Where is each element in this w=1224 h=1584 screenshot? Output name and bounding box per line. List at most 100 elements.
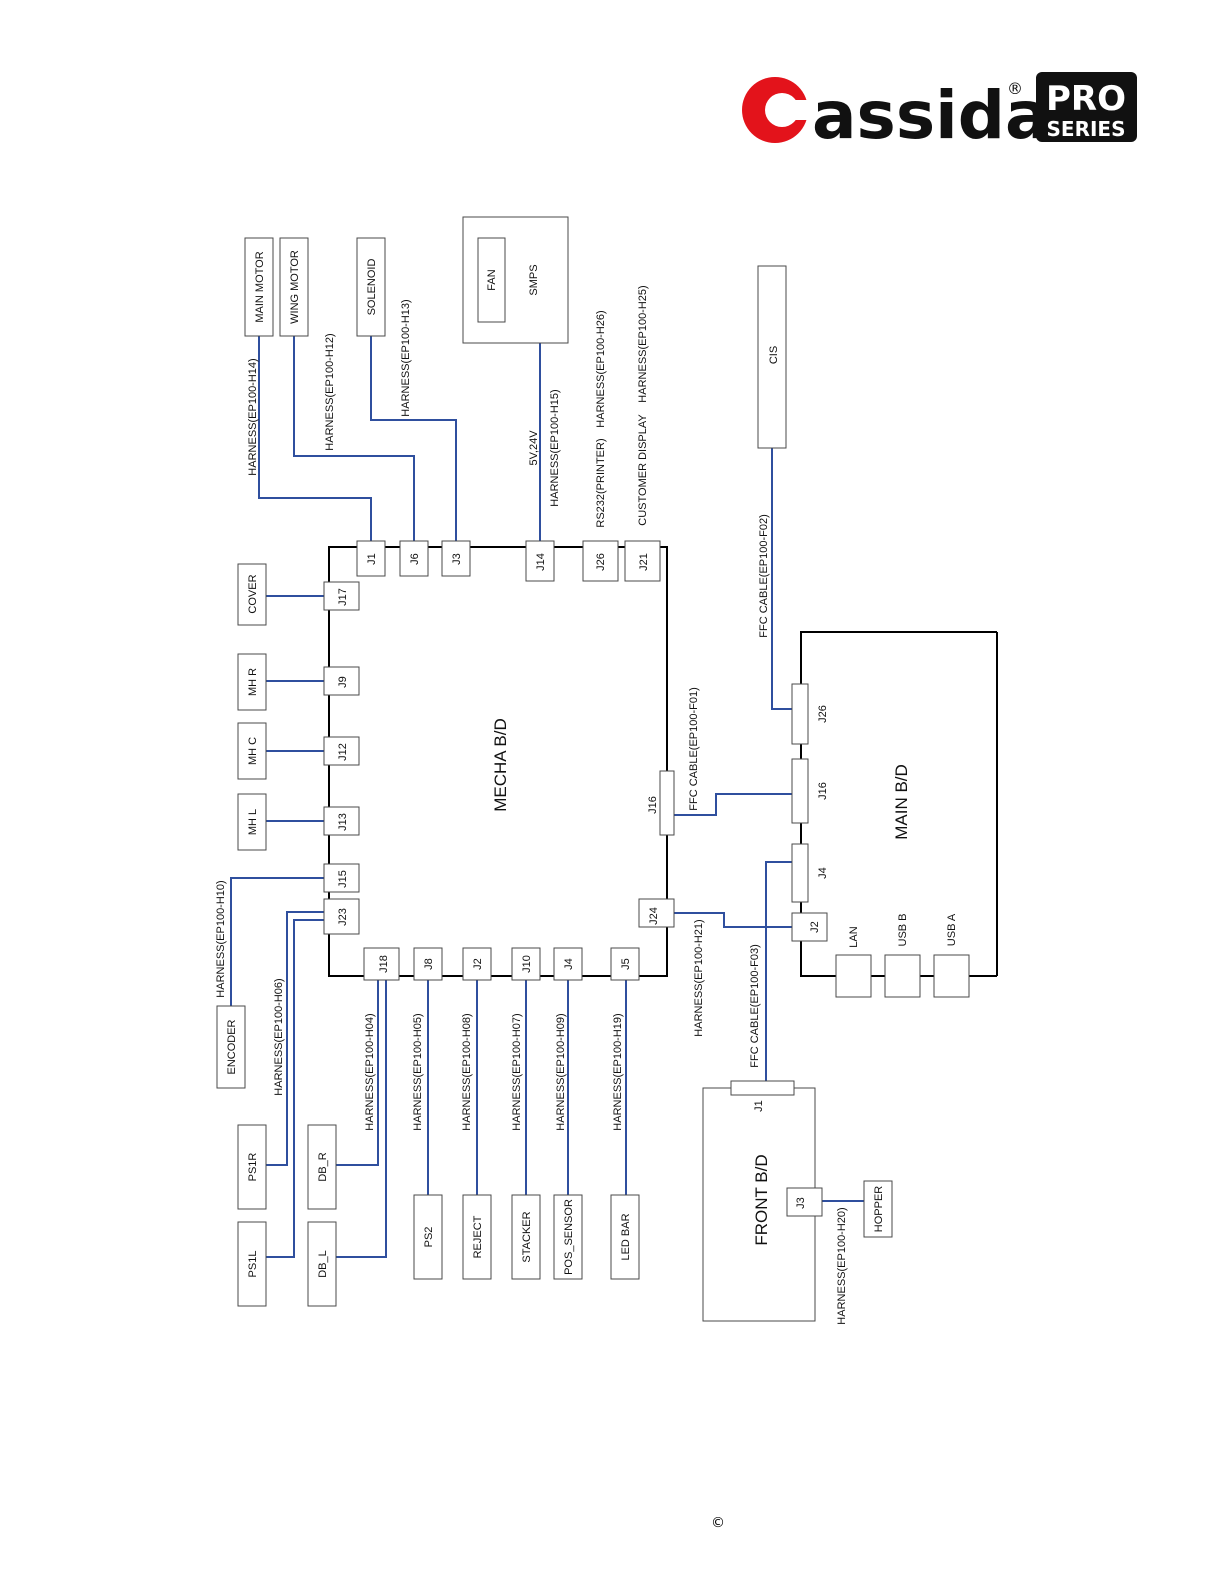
ffc-f01-label: FFC CABLE(EP100-F01) <box>688 687 700 810</box>
hopper-label: HOPPER <box>873 1186 885 1233</box>
connector-mecha-j6: J6 <box>409 553 421 565</box>
harness-h21-label: HARNESS(EP100-H21) <box>693 919 705 1036</box>
connector-mecha-j4: J4 <box>563 958 575 970</box>
harness-h13-label: HARNESS(EP100-H13) <box>400 299 412 416</box>
component-reject: REJECT <box>462 1194 492 1280</box>
front-board-label: FRONT B/D <box>752 1154 771 1245</box>
component-mh-r: MH R <box>237 653 267 711</box>
mecha-connectors-top: J1 J6 J3 J14 J26 J21 <box>356 540 661 582</box>
component-ps1l: PS1L <box>237 1221 267 1307</box>
harness-h08-label: HARNESS(EP100-H08) <box>461 1013 473 1130</box>
component-encoder: ENCODER <box>216 1005 246 1089</box>
connector-mecha-j13: J13 <box>337 813 349 831</box>
cis-label: CIS <box>768 346 780 364</box>
component-smps: FAN SMPS <box>462 216 569 344</box>
db-l-label: DB_L <box>317 1250 329 1278</box>
wire-mecha-main-f01 <box>674 793 799 816</box>
ps1l-label: PS1L <box>247 1251 259 1278</box>
port-usb-a <box>933 954 970 998</box>
component-solenoid: SOLENOID <box>356 237 386 337</box>
connector-mecha-j16: J16 <box>647 796 659 814</box>
harness-h19-label: HARNESS(EP100-H19) <box>612 1013 624 1130</box>
main-board-label: MAIN B/D <box>892 764 911 840</box>
mh-l-label: MH L <box>247 809 259 835</box>
wire-main-front-f03 <box>765 861 799 1081</box>
connector-main-j26: J26 <box>817 705 829 723</box>
lan-label: LAN <box>848 926 860 947</box>
component-cis: CIS <box>757 265 787 449</box>
stacker-label: STACKER <box>521 1211 533 1262</box>
port-usb-b <box>884 954 921 998</box>
connector-main-j2: J2 <box>809 921 821 933</box>
wire-solenoid <box>370 336 457 545</box>
component-hopper: HOPPER <box>863 1180 893 1238</box>
connector-mecha-j24: J24 <box>648 907 660 925</box>
ffc-f02-label: FFC CABLE(EP100-F02) <box>758 514 770 637</box>
led-bar-label: LED BAR <box>620 1213 632 1260</box>
component-mh-c: MH C <box>237 722 267 780</box>
main-connectors: J26 J16 J4 J2 LAN USB B USB A <box>791 683 970 998</box>
logo-wordmark: assida <box>812 77 1050 145</box>
logo-c-mark <box>742 77 822 143</box>
component-db-r: DB_R <box>307 1124 337 1210</box>
wire-ps1r <box>266 911 324 1166</box>
component-db-l: DB_L <box>307 1221 337 1307</box>
component-stacker: STACKER <box>511 1194 541 1280</box>
cover-label: COVER <box>247 574 259 613</box>
wire-db-r <box>336 980 379 1166</box>
component-fan <box>477 237 506 323</box>
connector-mecha-j17: J17 <box>337 588 349 606</box>
harness-h26-name: RS232(PRINTER) <box>595 438 607 527</box>
harness-h25-name: CUSTOMER DISPLAY <box>637 414 649 526</box>
mh-r-label: MH R <box>247 668 259 696</box>
harness-h06-label: HARNESS(EP100-H06) <box>273 978 285 1095</box>
harness-h15-voltage: 5V,24V <box>528 430 540 466</box>
harness-labels: HARNESS(EP100-H14) HARNESS(EP100-H12) HA… <box>215 285 848 1324</box>
cassida-pro-logo: assida ® PRO SERIES <box>742 72 1137 145</box>
component-main-motor: MAIN MOTOR <box>244 237 274 337</box>
ps2-label: PS2 <box>423 1227 435 1248</box>
connector-mecha-j12: J12 <box>337 743 349 761</box>
connector-mecha-j21: J21 <box>638 553 650 571</box>
connector-mecha-j9: J9 <box>337 676 349 688</box>
connector-mecha-j26: J26 <box>595 553 607 571</box>
harness-h09-label: HARNESS(EP100-H09) <box>555 1013 567 1130</box>
wire-wing-motor <box>293 336 415 545</box>
connector-mecha-j14: J14 <box>535 553 547 571</box>
harness-h26-label: HARNESS(EP100-H26) <box>595 310 607 427</box>
wire-encoder <box>230 877 324 1006</box>
component-ps2: PS2 <box>413 1194 443 1280</box>
component-pos-sensor: POS_SENSOR <box>553 1194 583 1280</box>
usb-a-label: USB A <box>946 913 958 946</box>
smps-label: SMPS <box>528 264 540 295</box>
front-connectors: J1 J3 <box>730 1080 823 1217</box>
port-lan <box>835 954 872 998</box>
wire-main-motor <box>258 336 372 545</box>
logo-series-bottom: SERIES <box>1047 117 1126 141</box>
harness-h04-label: HARNESS(EP100-H04) <box>364 1013 376 1130</box>
usb-b-label: USB B <box>897 913 909 946</box>
solenoid-label: SOLENOID <box>366 259 378 316</box>
mecha-connectors-right: J16 J24 <box>638 770 675 928</box>
component-led-bar: LED BAR <box>610 1194 640 1280</box>
connector-mecha-j8: J8 <box>423 958 435 970</box>
connector-main-j16: J16 <box>817 782 829 800</box>
wires <box>230 336 864 1258</box>
connector-mecha-j2: J2 <box>472 958 484 970</box>
harness-h05-label: HARNESS(EP100-H05) <box>412 1013 424 1130</box>
harness-h07-label: HARNESS(EP100-H07) <box>511 1013 523 1130</box>
main-motor-label: MAIN MOTOR <box>254 251 266 322</box>
db-r-label: DB_R <box>317 1152 329 1181</box>
ps1r-label: PS1R <box>247 1153 259 1182</box>
connector-mecha-j3: J3 <box>451 553 463 565</box>
wire-ps1l <box>266 919 324 1258</box>
pos-sensor-label: POS_SENSOR <box>563 1199 575 1275</box>
harness-h14-label: HARNESS(EP100-H14) <box>247 358 259 475</box>
logo-series-top: PRO <box>1046 79 1126 119</box>
connector-mecha-j10: J10 <box>521 955 533 973</box>
component-wing-motor: WING MOTOR <box>279 237 309 337</box>
logo-series-badge <box>1036 72 1137 142</box>
connector-mecha-j15: J15 <box>337 870 349 888</box>
connector-front-j1: J1 <box>753 1100 765 1112</box>
wire-db-l <box>336 980 387 1258</box>
